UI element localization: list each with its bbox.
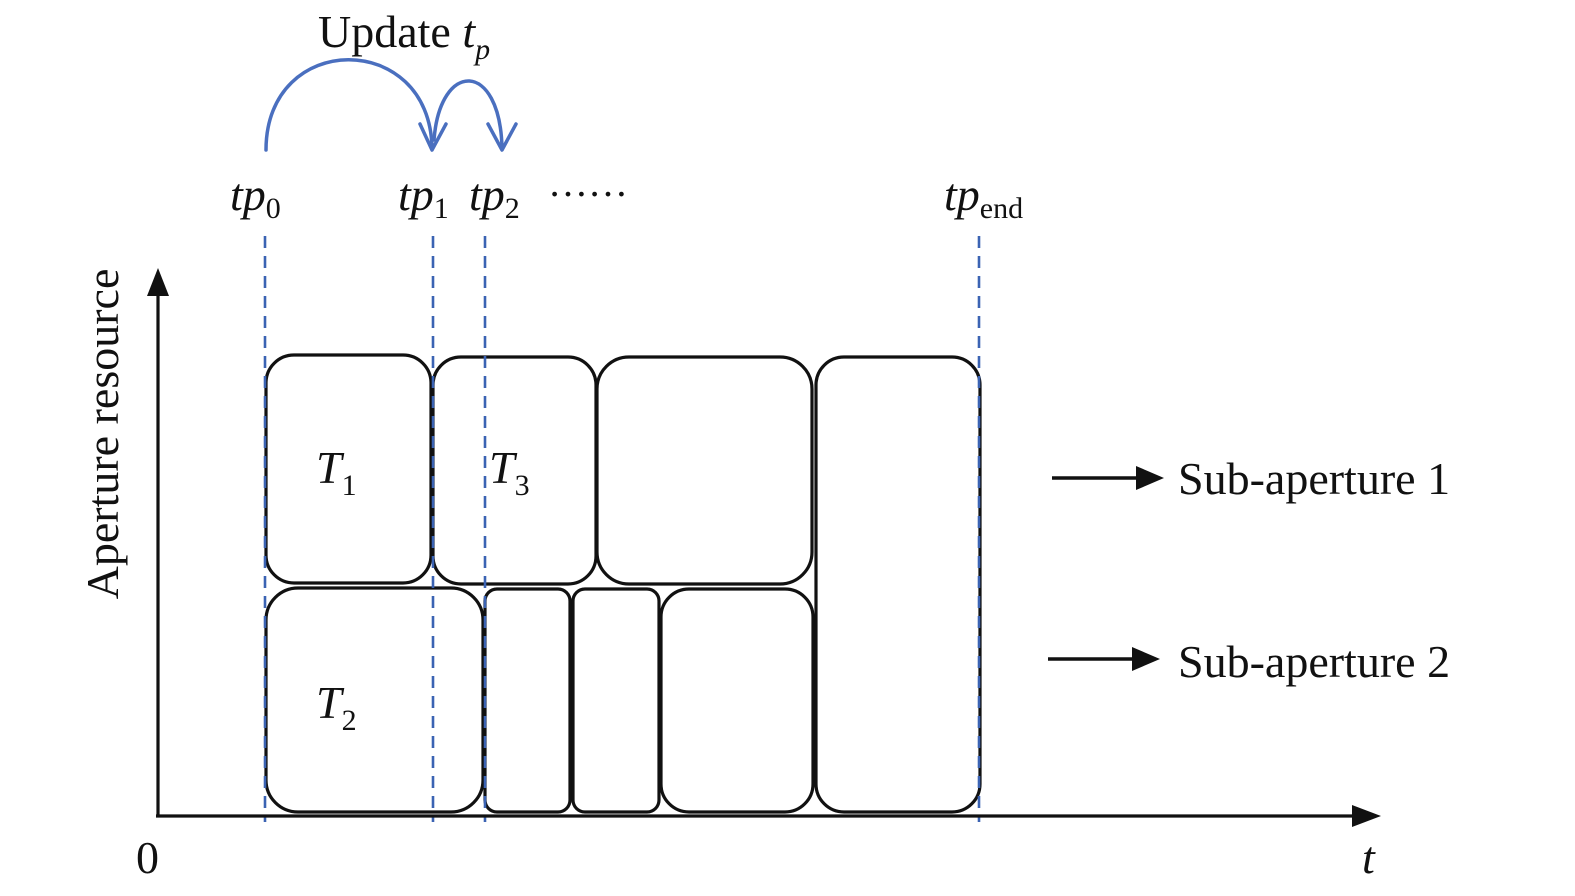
x-axis-arrowhead <box>1352 805 1381 827</box>
sub-aperture-1-label: Sub-aperture 1 <box>1178 453 1450 504</box>
update-arc-1 <box>264 58 434 152</box>
task-box-t1 <box>264 353 433 585</box>
y-axis-arrowhead <box>147 268 169 296</box>
task-label-t1: T1 <box>316 442 357 502</box>
task-label-t3: T3 <box>489 442 530 502</box>
update-arc-2-head <box>486 122 518 152</box>
sub-aperture-2-label: Sub-aperture 2 <box>1178 636 1450 687</box>
origin-label: 0 <box>136 832 159 883</box>
marker-label-tpend: tpend <box>944 169 1023 225</box>
update-arc-1-head <box>418 122 448 152</box>
y-axis-label: Aperture resource <box>77 269 128 600</box>
marker-ellipsis: …… <box>548 160 628 205</box>
task-box-sub2-3 <box>571 587 661 814</box>
marker-label-tp0: tp0 <box>230 169 281 225</box>
task-label-t2: T2 <box>316 677 357 737</box>
x-axis-label: t <box>1362 832 1376 883</box>
task-box-sub2-2 <box>483 587 572 814</box>
marker-label-tp1: tp1 <box>398 169 449 225</box>
task-box-sub1-3 <box>595 355 814 586</box>
marker-label-tp2: tp2 <box>469 169 520 225</box>
sub-aperture-2-arrowhead <box>1132 647 1160 671</box>
task-box-full-height <box>814 355 982 814</box>
update-arcs <box>264 58 518 152</box>
task-box-t2 <box>264 586 485 814</box>
task-box-sub2-4 <box>659 587 815 814</box>
update-label: Update tp <box>318 6 490 66</box>
sub-aperture-1-arrowhead <box>1136 466 1164 490</box>
update-arc-2 <box>432 79 504 150</box>
